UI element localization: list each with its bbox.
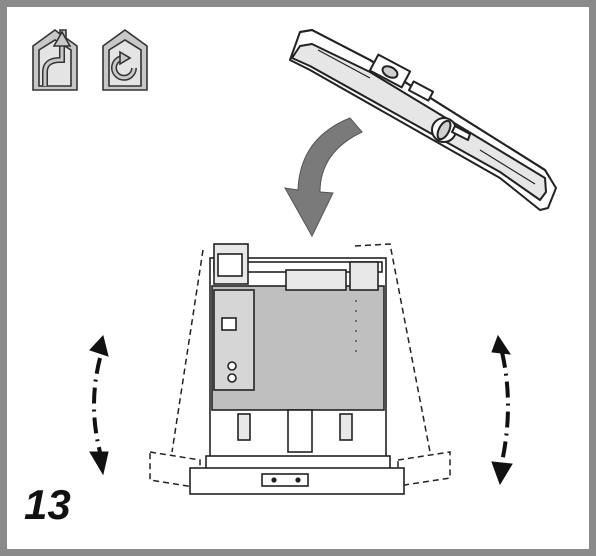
house-duct-icon [32, 28, 78, 91]
swing-arrow-left [89, 334, 109, 476]
spirit-level [289, 29, 557, 211]
tilted-outline [149, 243, 451, 489]
swing-arrow-right [491, 334, 513, 486]
hood-housing [189, 243, 405, 495]
rotation-arrow-down [284, 117, 363, 238]
house-recirculation-icon [102, 29, 148, 91]
step-number: 13 [24, 481, 71, 528]
